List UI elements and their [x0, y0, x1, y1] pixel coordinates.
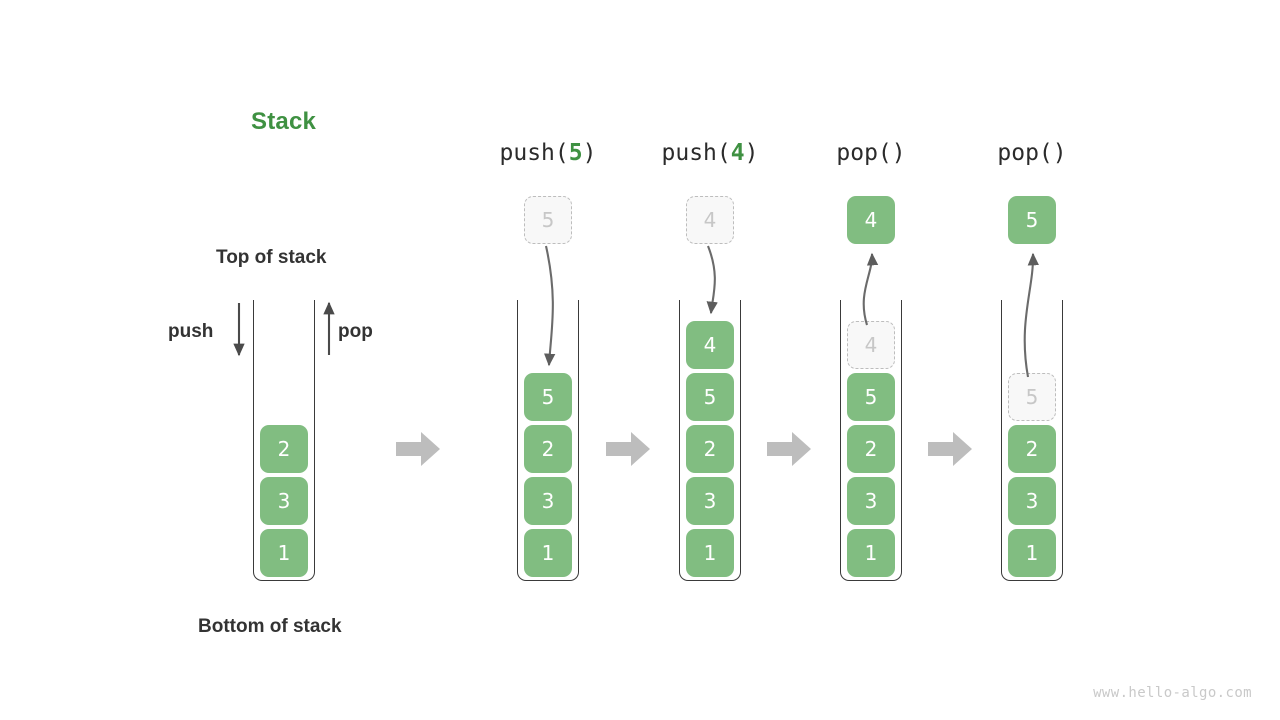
stack-cell: 5 [524, 373, 572, 421]
operation-header-push-5: push(5) [500, 140, 597, 166]
stack-cell: 1 [260, 529, 308, 577]
stack-cell: 2 [686, 425, 734, 473]
stack-cell: 4 [686, 321, 734, 369]
stack-cell: 3 [1008, 477, 1056, 525]
stack-cell: 5 [847, 373, 895, 421]
page-title: Stack [251, 108, 317, 135]
stack-container [840, 300, 902, 581]
pop-label: pop [338, 321, 373, 342]
stack-cell: 2 [847, 425, 895, 473]
operation-header-push-4: push(4) [662, 140, 759, 166]
stack-container [517, 300, 579, 581]
stack-cell: 2 [524, 425, 572, 473]
operation-paren-close: ) [891, 140, 906, 166]
operation-paren-close: ) [582, 140, 597, 166]
stack-cell: 5 [686, 373, 734, 421]
operation-name: pop( [997, 140, 1053, 166]
transition-arrow-icon [928, 431, 972, 467]
operation-argument: 4 [730, 140, 745, 166]
incoming-element-ghost: 5 [524, 196, 572, 244]
transition-arrow-icon [767, 431, 811, 467]
operation-header-pop-4: pop() [836, 140, 905, 166]
bottom-of-stack-label: Bottom of stack [198, 616, 342, 637]
stack-cell: 3 [847, 477, 895, 525]
operation-name: pop( [836, 140, 892, 166]
transition-arrow-icon [396, 431, 440, 467]
push-label: push [168, 321, 214, 342]
stack-container [253, 300, 315, 581]
stack-cell-ghost: 4 [847, 321, 895, 369]
operation-name: push( [499, 140, 569, 166]
stack-cell: 1 [1008, 529, 1056, 577]
top-of-stack-label: Top of stack [216, 247, 327, 268]
stack-cell: 2 [1008, 425, 1056, 473]
stack-cell: 1 [847, 529, 895, 577]
stack-cell: 3 [260, 477, 308, 525]
incoming-element-ghost: 4 [686, 196, 734, 244]
stack-container [1001, 300, 1063, 581]
stack-cell: 3 [686, 477, 734, 525]
operation-paren-close: ) [744, 140, 759, 166]
popped-element: 4 [847, 196, 895, 244]
stack-cell: 3 [524, 477, 572, 525]
stack-container [679, 300, 741, 581]
stack-cell: 1 [686, 529, 734, 577]
operation-paren-close: ) [1052, 140, 1067, 166]
stack-cell: 2 [260, 425, 308, 473]
operation-header-pop-5: pop() [997, 140, 1066, 166]
popped-element: 5 [1008, 196, 1056, 244]
operation-argument: 5 [568, 140, 583, 166]
stack-cell: 1 [524, 529, 572, 577]
operation-name: push( [661, 140, 731, 166]
watermark: www.hello-algo.com [1093, 685, 1252, 701]
transition-arrow-icon [606, 431, 650, 467]
stack-cell-ghost: 5 [1008, 373, 1056, 421]
